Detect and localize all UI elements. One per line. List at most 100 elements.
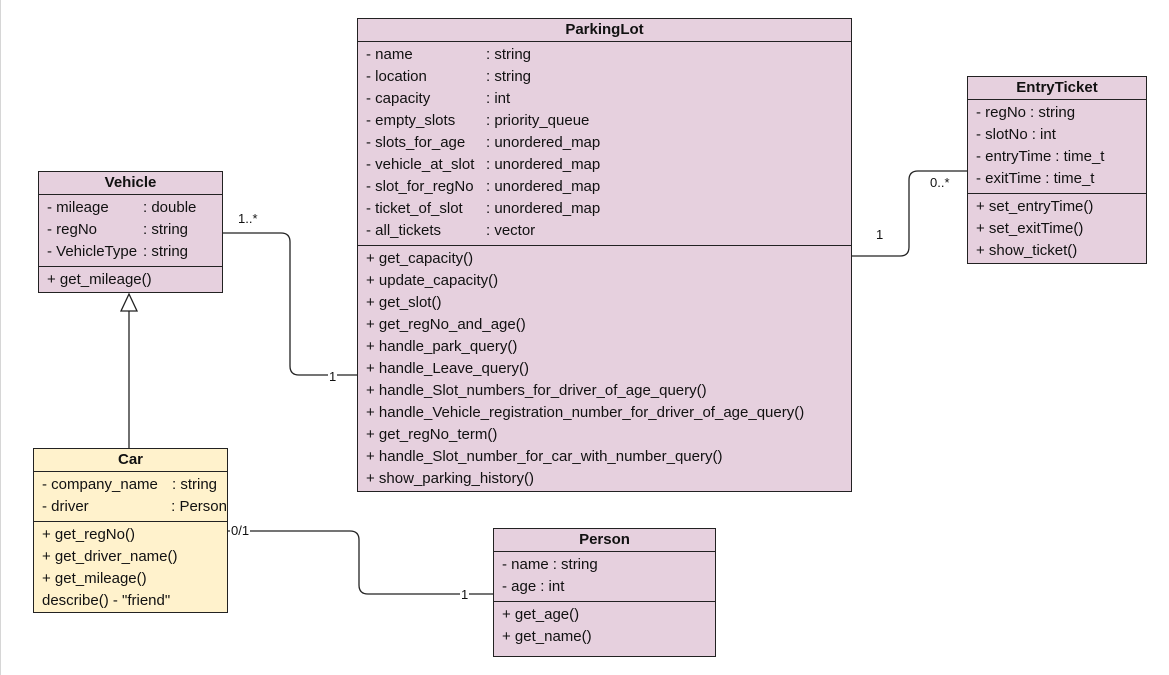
operation-text: + get_name() xyxy=(502,628,592,645)
attribute-name: - regNo xyxy=(47,221,98,238)
operation-row: describe() - "friend" xyxy=(34,590,227,612)
operation-text: + show_parking_history() xyxy=(366,470,534,487)
operation-text: + get_age() xyxy=(502,606,580,623)
inheritance-arrow-icon xyxy=(119,292,139,312)
operation-row: + handle_Leave_query() xyxy=(358,358,851,380)
class-title: EntryTicket xyxy=(968,77,1146,100)
attribute-row: - slots_for_age: unordered_map xyxy=(358,132,851,154)
attribute-type: : double xyxy=(143,199,197,216)
attribute-row: - name: string xyxy=(494,554,715,576)
attribute-row: - vehicle_at_slot : unordered_map xyxy=(358,154,851,176)
attribute-type: : vector xyxy=(486,222,536,239)
attributes: - regNo: string- slotNo: int- entryTime:… xyxy=(968,100,1146,193)
attribute-row: - exitTime: time_t xyxy=(968,168,1146,190)
attribute-type: : time_t xyxy=(1045,170,1095,187)
operation-text: + handle_Leave_query() xyxy=(366,360,530,377)
attribute-name: - slots_for_age xyxy=(366,134,466,151)
class-entryticket[interactable]: EntryTicket - regNo: string- slotNo: int… xyxy=(967,76,1147,264)
operation-text: + get_regNo_and_age() xyxy=(366,316,526,333)
attribute-row: - mileage: double xyxy=(39,197,222,219)
attribute-type: : string xyxy=(552,556,598,573)
attribute-name: - slot_for_regNo xyxy=(366,178,474,195)
operation-row: + get_capacity() xyxy=(358,248,851,270)
operation-row: + update_capacity() xyxy=(358,270,851,292)
attribute-type: : int xyxy=(486,90,511,107)
attribute-row: - VehicleType : string xyxy=(39,241,222,263)
attribute-type: : string xyxy=(486,68,532,85)
assoc-car-person[interactable] xyxy=(228,530,493,595)
operation-row: + show_parking_history() xyxy=(358,468,851,490)
attributes: - name: string - age: int xyxy=(494,552,715,601)
operation-row: + get_regNo() xyxy=(34,524,227,546)
attribute-type: : string xyxy=(172,476,218,493)
class-parkinglot[interactable]: ParkingLot - name: string- location: str… xyxy=(357,18,852,492)
operation-text: + get_slot() xyxy=(366,294,442,311)
operation-row: + handle_park_query() xyxy=(358,336,851,358)
assoc-vehicle-parking[interactable] xyxy=(223,232,357,376)
operation-text: + set_exitTime() xyxy=(976,220,1084,237)
class-title: Person xyxy=(494,529,715,552)
operations: + get_regNo() + get_driver_name() + get_mi… xyxy=(34,521,227,615)
operation-row: + get_name() xyxy=(494,626,715,648)
attribute-name: - age xyxy=(502,578,537,595)
attribute-type: : unordered_map xyxy=(486,156,601,173)
attribute-type: : int xyxy=(540,578,565,595)
canvas-left-border xyxy=(0,0,1,675)
attribute-type: : unordered_map xyxy=(486,178,601,195)
attribute-type: : time_t xyxy=(1055,148,1105,165)
class-car[interactable]: Car - company_name: string- driver: Pers… xyxy=(33,448,228,613)
operation-text: + get_capacity() xyxy=(366,250,474,267)
operation-text: + handle_Slot_numbers_for_driver_of_age_… xyxy=(366,382,707,399)
operations: + set_entryTime()+ set_exitTime()+ show_… xyxy=(968,193,1146,265)
attribute-name: - name xyxy=(502,556,549,573)
attribute-type: : string xyxy=(143,221,189,238)
class-vehicle[interactable]: Vehicle - mileage: double- regNo: string… xyxy=(38,171,223,293)
attribute-name: - name xyxy=(366,46,413,63)
attribute-row: - regNo: string xyxy=(968,102,1146,124)
operation-row: + handle_Slot_numbers_for_driver_of_age_… xyxy=(358,380,851,402)
attribute-row: - name: string xyxy=(358,44,851,66)
attribute-row: - company_name: string xyxy=(34,474,227,496)
operations: + get_capacity() + update_capacity() + get… xyxy=(358,245,851,493)
operation-text: + get_regNo_term() xyxy=(366,426,498,443)
attribute-row: - empty_slots: priority_queue xyxy=(358,110,851,132)
operation-text: + set_entryTime() xyxy=(976,198,1094,215)
attribute-name: - all_tickets xyxy=(366,222,442,239)
attribute-name: - slotNo xyxy=(976,126,1028,143)
attribute-name: - ticket_of_slot xyxy=(366,200,463,217)
attributes: - mileage: double- regNo: string- Vehicl… xyxy=(39,195,222,266)
attribute-row: - slotNo: int xyxy=(968,124,1146,146)
class-person[interactable]: Person - name: string - age: int + get_ag… xyxy=(493,528,716,657)
operation-row: + handle_Vehicle_registration_number_for… xyxy=(358,402,851,424)
attributes: - name: string- location: string- capaci… xyxy=(358,42,851,245)
attribute-row: - regNo : string xyxy=(39,219,222,241)
attribute-name: - VehicleType xyxy=(47,243,138,260)
operation-text: + update_capacity() xyxy=(366,272,499,289)
operation-text: + handle_Slot_number_for_car_with_number… xyxy=(366,448,723,465)
multiplicity-vehicle-side: 1..* xyxy=(238,211,258,226)
operation-text: + get_regNo() xyxy=(42,526,135,543)
operation-text: + get_driver_name() xyxy=(42,548,178,565)
assoc-parking-ticket[interactable] xyxy=(852,170,967,257)
operation-row: + get_regNo_term() xyxy=(358,424,851,446)
attribute-name: - exitTime xyxy=(976,170,1042,187)
attribute-type: : unordered_map xyxy=(486,200,601,217)
multiplicity-ticket-side: 0..* xyxy=(930,175,950,190)
attribute-row: - entryTime: time_t xyxy=(968,146,1146,168)
operation-text: + handle_park_query() xyxy=(366,338,518,355)
attribute-row: - all_tickets : vector xyxy=(358,220,851,242)
attribute-name: - empty_slots xyxy=(366,112,456,129)
attribute-type: : string xyxy=(143,243,189,260)
multiplicity-person-side: 1 xyxy=(460,587,470,602)
operation-row: + get_mileage() xyxy=(34,568,227,590)
operation-text: describe() - "friend" xyxy=(42,592,171,609)
attribute-name: - vehicle_at_slot xyxy=(366,156,475,173)
operation-row: + get_regNo_and_age() xyxy=(358,314,851,336)
attribute-name: - capacity xyxy=(366,90,431,107)
attribute-type: : int xyxy=(1031,126,1056,143)
multiplicity-parkinglot-side: 1 xyxy=(328,369,338,384)
operation-row: + handle_Slot_number_for_car_with_number… xyxy=(358,446,851,468)
operation-text: + handle_Vehicle_registration_number_for… xyxy=(366,404,805,421)
operation-text: + get_mileage() xyxy=(42,570,147,587)
operation-row: + set_exitTime() xyxy=(968,218,1146,240)
